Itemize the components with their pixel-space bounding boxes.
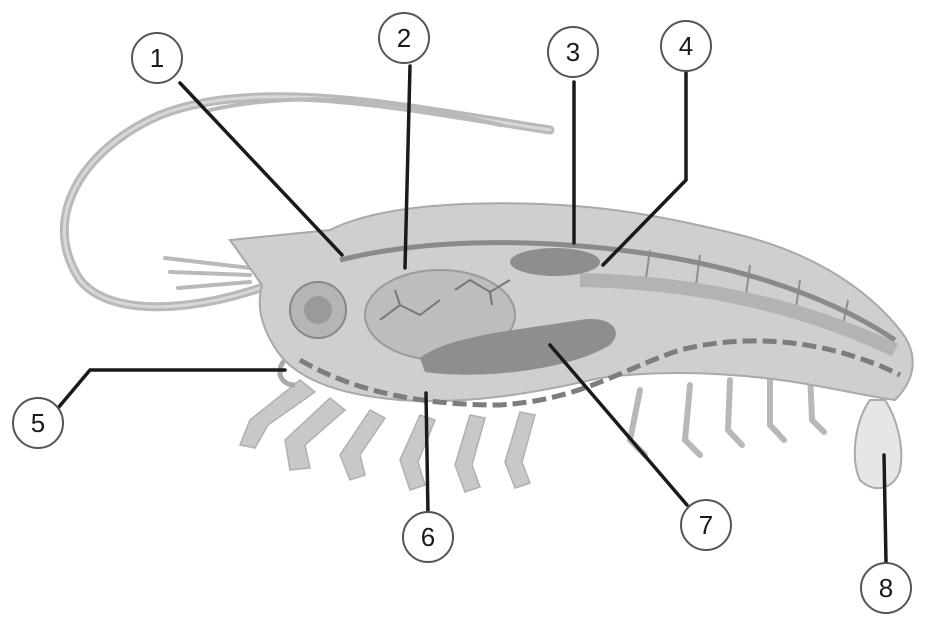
callout-number: 3 [566, 37, 580, 67]
leg [400, 415, 435, 490]
leg [505, 412, 535, 488]
swimmeret [728, 380, 742, 445]
antennule-3 [178, 282, 250, 288]
leader-line-6 [426, 393, 428, 515]
callout-5: 5 [13, 398, 63, 448]
callout-number: 8 [879, 573, 893, 603]
tail-fan [855, 400, 902, 488]
swimming-legs [630, 372, 824, 455]
leg [285, 398, 345, 470]
swimmeret [685, 385, 700, 455]
leg [340, 410, 385, 480]
callout-8: 8 [861, 563, 911, 613]
antennule-2 [170, 272, 250, 275]
callout-number: 4 [679, 31, 693, 61]
callout-1: 1 [132, 33, 182, 83]
callout-number: 7 [699, 510, 713, 540]
callout-6: 6 [403, 512, 453, 562]
leader-line-5 [58, 370, 285, 408]
callout-3: 3 [548, 27, 598, 77]
swimmeret [770, 375, 784, 440]
leader-line-1 [180, 83, 342, 255]
callout-number: 2 [397, 23, 411, 53]
antennule-1 [165, 258, 250, 268]
callout-number: 1 [150, 43, 164, 73]
leader-line-8 [884, 455, 886, 562]
callout-number: 6 [421, 522, 435, 552]
callout-number: 5 [31, 408, 45, 438]
heart [510, 248, 600, 276]
eye-inner [304, 296, 332, 324]
callout-7: 7 [681, 500, 731, 550]
callout-2: 2 [379, 13, 429, 63]
callout-4: 4 [661, 21, 711, 71]
leg [455, 415, 485, 492]
